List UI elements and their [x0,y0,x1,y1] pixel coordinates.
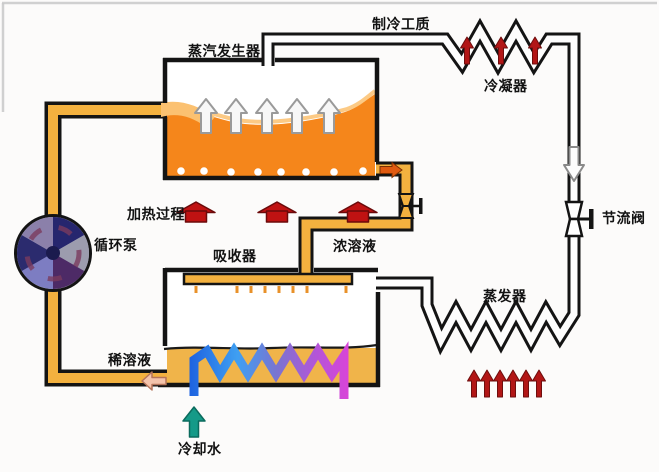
steam-up-arrow [194,98,218,134]
label-absorber: 吸收器 [213,248,257,265]
throttle-lower-cone [564,217,584,238]
evaporator-up-arrow [467,369,481,398]
evaporator-pipe-bore [376,232,578,349]
evaporator-up-arrow [506,369,520,398]
heat-arrow [176,201,216,223]
heat-arrow [257,201,297,223]
condenser-arrows [460,36,542,65]
throttle-handle [589,209,594,229]
generator-outlet-arrow [379,161,403,179]
drip [249,286,253,293]
absorber-vessel [158,267,381,399]
condenser-up-arrow [528,36,542,65]
concentrated-solution-pipe [182,161,423,293]
steam-generator-vessel [161,57,380,181]
steam-up-arrow [224,98,248,134]
drip [344,286,348,293]
dilute-solution-arrow [141,371,167,391]
edge-artifacts [1,1,657,112]
throttle-valve [564,200,594,238]
heat-arrow [338,201,378,223]
bubble [359,167,367,175]
label-heating-process: 加热过程 [126,206,185,223]
generator-bubbles [177,167,367,176]
label-steam-generator: 蒸汽发生器 [188,43,261,60]
condenser-up-arrow [460,36,474,65]
valve-handle [419,198,423,214]
bubble [302,168,310,176]
labels: 蒸汽发生器 制冷工质 冷凝器 节流阀 蒸发器 浓溶液 吸收器 加热过程 循环泵 … [94,16,646,458]
pump-hub [46,246,60,260]
evaporator-arrows [467,369,546,398]
drip [235,286,239,293]
sprayer-drips [194,286,348,293]
cooling-water-coil [189,341,349,399]
label-evaporator: 蒸发器 [483,288,527,305]
bubble [330,168,338,176]
bubble [254,168,262,176]
label-cooling-water: 冷却水 [178,441,222,458]
drip [291,286,295,293]
evaporator-up-arrow [480,369,494,398]
label-dilute-solution: 稀溶液 [108,352,152,369]
bubble [177,167,185,175]
label-circulation-pump: 循环泵 [94,237,138,254]
generator-liquid [167,94,375,176]
bubble [277,168,285,176]
bubble [227,168,235,176]
steam-up-arrow [255,98,279,134]
evaporator-up-arrow [519,369,533,398]
steam-arrows [194,98,341,134]
bubble [200,167,208,175]
throttle-upper-cone [564,200,584,221]
cooling-water-arrow [182,406,206,438]
steam-up-arrow [285,98,309,134]
evaporator-up-arrow [493,369,507,398]
refrigerant-down-arrow [563,146,585,182]
drip [194,286,198,293]
generator-walls [162,57,380,181]
label-refrigerant: 制冷工质 [372,16,430,33]
drip [263,286,267,293]
solution-valve [397,193,423,219]
label-throttle-valve: 节流阀 [602,210,646,227]
label-condenser: 冷凝器 [484,78,528,95]
steam-up-arrow [317,98,341,134]
heating-arrows [176,201,378,223]
pump-blade-rings [24,224,82,282]
condenser-up-arrow [494,36,508,65]
drip [305,286,309,293]
circulation-pump [14,214,92,292]
pump-blade [21,253,53,289]
conc-pipe-fill [301,164,411,280]
drip [277,286,281,293]
sprayer-bar [182,272,354,286]
evaporator-up-arrow [532,369,546,398]
label-concentrated-solution: 浓溶液 [333,238,377,255]
valve-lower-cone [397,205,415,219]
